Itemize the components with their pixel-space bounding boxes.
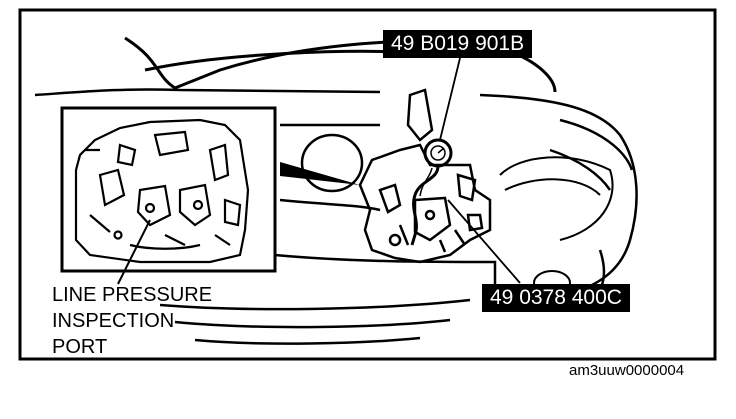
- inset-transmission-detail: [74, 118, 250, 264]
- pressure-gauge: [410, 138, 453, 246]
- port-label-line2: INSPECTION: [52, 310, 175, 332]
- tool-label-gauge: 49 B019 901B: [383, 30, 533, 58]
- line-pressure-port-label: LINE PRESSURE INSPECTION PORT: [52, 282, 212, 360]
- figure-code: am3uuw0000004: [569, 362, 685, 379]
- inset-pointer: [280, 162, 360, 185]
- round-cover: [300, 133, 364, 193]
- car-body: [34, 88, 638, 345]
- tool-label-hose: 49 0378 400C: [482, 284, 630, 312]
- port-label-line1: LINE PRESSURE: [52, 284, 213, 306]
- inset-frame: [60, 106, 277, 273]
- port-leader-line: [117, 219, 151, 285]
- outer-frame: [18, 8, 717, 361]
- rear-lamp: [499, 156, 614, 296]
- transmission-assembly: [358, 88, 492, 264]
- port-label-line3: PORT: [52, 336, 108, 358]
- leader-lines: [439, 57, 521, 284]
